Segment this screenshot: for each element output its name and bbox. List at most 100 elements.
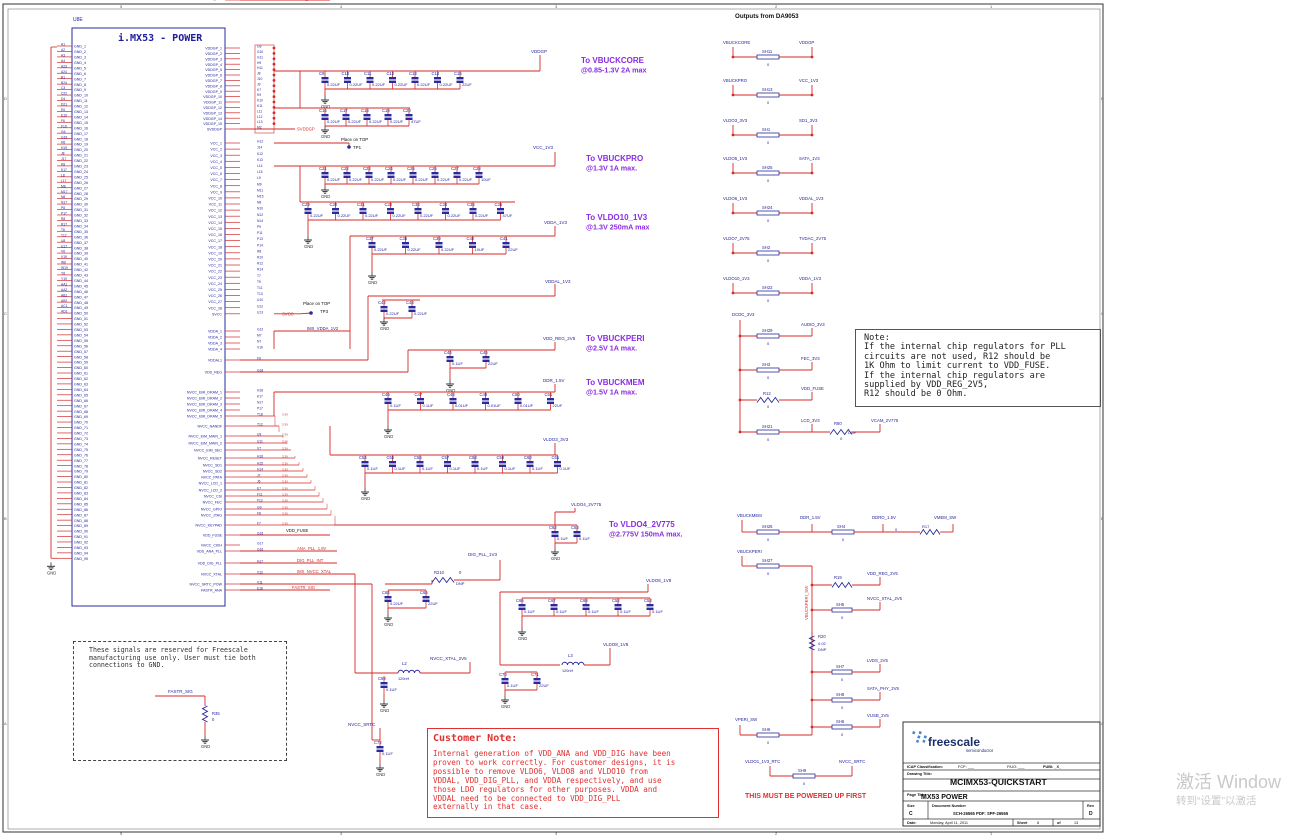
short-jumper (756, 210, 780, 216)
cap-value: 0.1UF (560, 466, 571, 471)
capacitor-plate (469, 211, 477, 214)
short-dest-net: VCC_1V3 (799, 78, 819, 83)
short-jumper (756, 250, 780, 256)
gnd-pin-name: GND_84 (74, 497, 88, 501)
gnd-pin-name: GND_35 (74, 230, 88, 234)
pin-number: N8 (257, 201, 261, 205)
pin-name: NVCC_EMI_DRAM_3 (187, 403, 222, 407)
capacitor-plate (533, 681, 541, 684)
pin-name: VCC_8 (210, 184, 222, 188)
dcdc-output-net: FEC_3V3 (801, 356, 820, 361)
junction-dot (738, 368, 742, 372)
cap-ref: C50 (512, 392, 520, 397)
pin-name: VDDGP_10 (203, 95, 222, 99)
vcam-net: VCAM_2V775 (871, 418, 899, 423)
pin-number: J6 (257, 480, 261, 484)
frame-row-label: C (1101, 311, 1104, 316)
chip-refdes: U8E (73, 17, 83, 23)
cap-value: 0.22UF (310, 213, 324, 218)
capacitor-plate (449, 401, 457, 404)
pin-number: T18 (257, 413, 263, 417)
srtc-out-net: NVCC_SRTC (839, 759, 865, 764)
cap-ref: C54 (359, 455, 367, 460)
pin-number: M7 (257, 334, 262, 338)
frame-column-label: 3 (555, 4, 558, 9)
customer-note-box (427, 728, 719, 818)
cap-value: 0.22UF (386, 311, 400, 316)
junction-dot (272, 89, 276, 93)
capacitor-plate (499, 461, 506, 464)
capacitor-plate (389, 464, 396, 467)
gnd-pin-name: GND_74 (74, 442, 88, 446)
gnd-pin-name: GND_95 (74, 557, 88, 561)
gnd-pin-name: GND_54 (74, 333, 88, 337)
capacitor-plate (365, 172, 373, 175)
pin-name: VDDGP_7 (205, 79, 222, 83)
capacitor-plate (469, 245, 476, 248)
net-vldo4: VLDO4_2V775 (571, 502, 602, 507)
capacitor-plate (342, 114, 350, 117)
rail-sub-vbuckmem: @1.5V 1A max. (586, 388, 637, 397)
pin-name: VCC_1 (210, 142, 222, 146)
cap-ref: C35 (467, 202, 475, 207)
cap-ref: C55 (387, 455, 395, 460)
net-fastr-ana: FASTR_SIG (292, 585, 315, 590)
pin-number: E17 (257, 0, 263, 1)
capacitor-plate (321, 175, 329, 178)
cap-ref: C31 (357, 202, 365, 207)
short-jumper (756, 290, 780, 296)
short-value: 0 (767, 537, 770, 542)
gnd-pin-name: GND_88 (74, 519, 88, 523)
cap-value: 0.22UF (327, 82, 341, 87)
capacitor-plate (646, 604, 654, 607)
pin-name: VDDGP_3 (205, 57, 222, 61)
pin-name: VCC_19 (208, 251, 222, 255)
pin-voltage: 3.3V (282, 433, 288, 437)
pin-voltage: 3.3V (282, 423, 288, 427)
gnd-pin-name: GND_63 (74, 383, 88, 387)
r35-ref: R35 (212, 711, 220, 716)
pin-number: L13 (257, 120, 263, 124)
short-jumper (756, 54, 780, 60)
pin-name: VCC_3 (210, 154, 222, 158)
pin-number: F7 (257, 522, 261, 526)
junction-dot (272, 46, 276, 50)
gnd-pin-name: GND_18 (74, 137, 88, 141)
capacitor-plate (402, 242, 409, 245)
page-title: MX53 POWER (921, 794, 968, 801)
capacitor-plate (414, 211, 422, 214)
net-fastr-dig: FASTR_SIG (292, 0, 315, 1)
pin-voltage: 3.3V (282, 474, 288, 478)
customer-note-title: Customer Note: (433, 733, 518, 744)
capacitor-plate (405, 117, 413, 120)
gnd-label: GND (201, 744, 210, 749)
capacitor-plate (442, 208, 449, 211)
capacitor-plate (411, 77, 419, 80)
cap-ref: C17 (340, 108, 348, 113)
gnd-pin-name: GND_93 (74, 546, 88, 550)
pin-number: V16 (257, 346, 263, 350)
cap-value: 0.22UF (459, 177, 473, 182)
short-value: 0 (767, 218, 770, 223)
cap-ref: C41 (500, 236, 508, 241)
pin-name: VCC_7 (210, 178, 222, 182)
gnd-pin-number: W19 (61, 266, 68, 270)
pin-number: J14 (257, 146, 262, 150)
gnd-pin-number: A23 (61, 64, 67, 68)
cap-value: 0.22UF (395, 82, 409, 87)
pin-number: F8 (257, 512, 261, 516)
capacitor-plate (499, 464, 506, 467)
capacitor-plate (547, 398, 554, 401)
capacitor-plate (554, 464, 561, 467)
pin-number: T12 (257, 423, 263, 427)
capacitor-plate (384, 117, 392, 120)
pin-number: U11 (257, 440, 263, 444)
rail-label-vbuckcore: To VBUCKCORE (581, 56, 645, 65)
gnd-pin-number: T17 (61, 233, 67, 237)
gnd-pin-name: GND_13 (74, 110, 88, 114)
short-jumper (756, 367, 780, 373)
capacitor-plate (573, 534, 581, 537)
pin-number: V11 (257, 581, 263, 585)
pin-number: M15 (257, 195, 264, 199)
pin-number: N10 (257, 207, 263, 211)
